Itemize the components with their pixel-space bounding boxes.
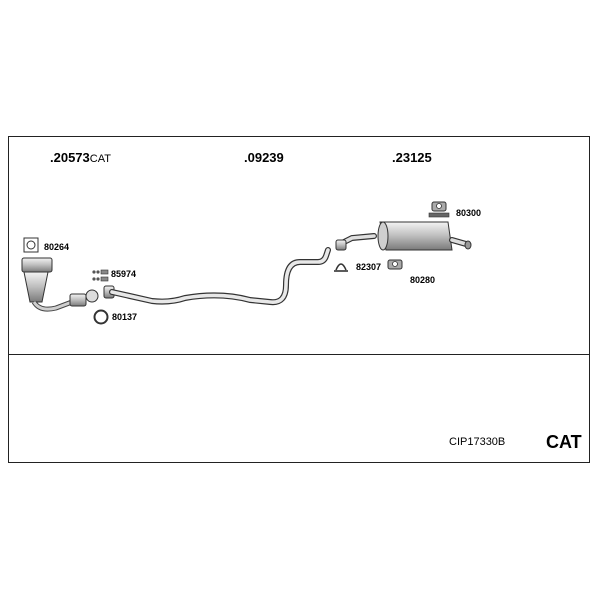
group-label-front: .20573CAT [50, 150, 111, 165]
cat-label: CAT [546, 432, 582, 452]
frame-divider [8, 354, 590, 355]
gasket-80264-icon [23, 237, 39, 253]
part-label-80264: 80264 [44, 242, 70, 252]
hanger-80300-icon [428, 201, 450, 218]
bolts-85974-icon [92, 269, 109, 282]
middle-pipe [103, 247, 331, 306]
part-label-85974: 85974 [111, 269, 137, 279]
diagram-frame [8, 136, 590, 463]
part-label-80280: 80280 [410, 275, 436, 285]
catalytic-converter [21, 257, 99, 312]
part-label-82307: 82307 [356, 262, 382, 272]
group-label-middle: .09239 [244, 150, 284, 165]
diagram-code: CIP17330B [449, 436, 506, 448]
ring-80137-icon [93, 309, 109, 325]
group-label-rear: .23125 [392, 150, 432, 165]
rear-silencer [335, 221, 472, 251]
part-label-80137: 80137 [112, 312, 138, 322]
hanger-80280-icon [387, 259, 403, 270]
part-label-80300: 80300 [456, 208, 482, 218]
clamp-82307-icon [334, 263, 348, 272]
